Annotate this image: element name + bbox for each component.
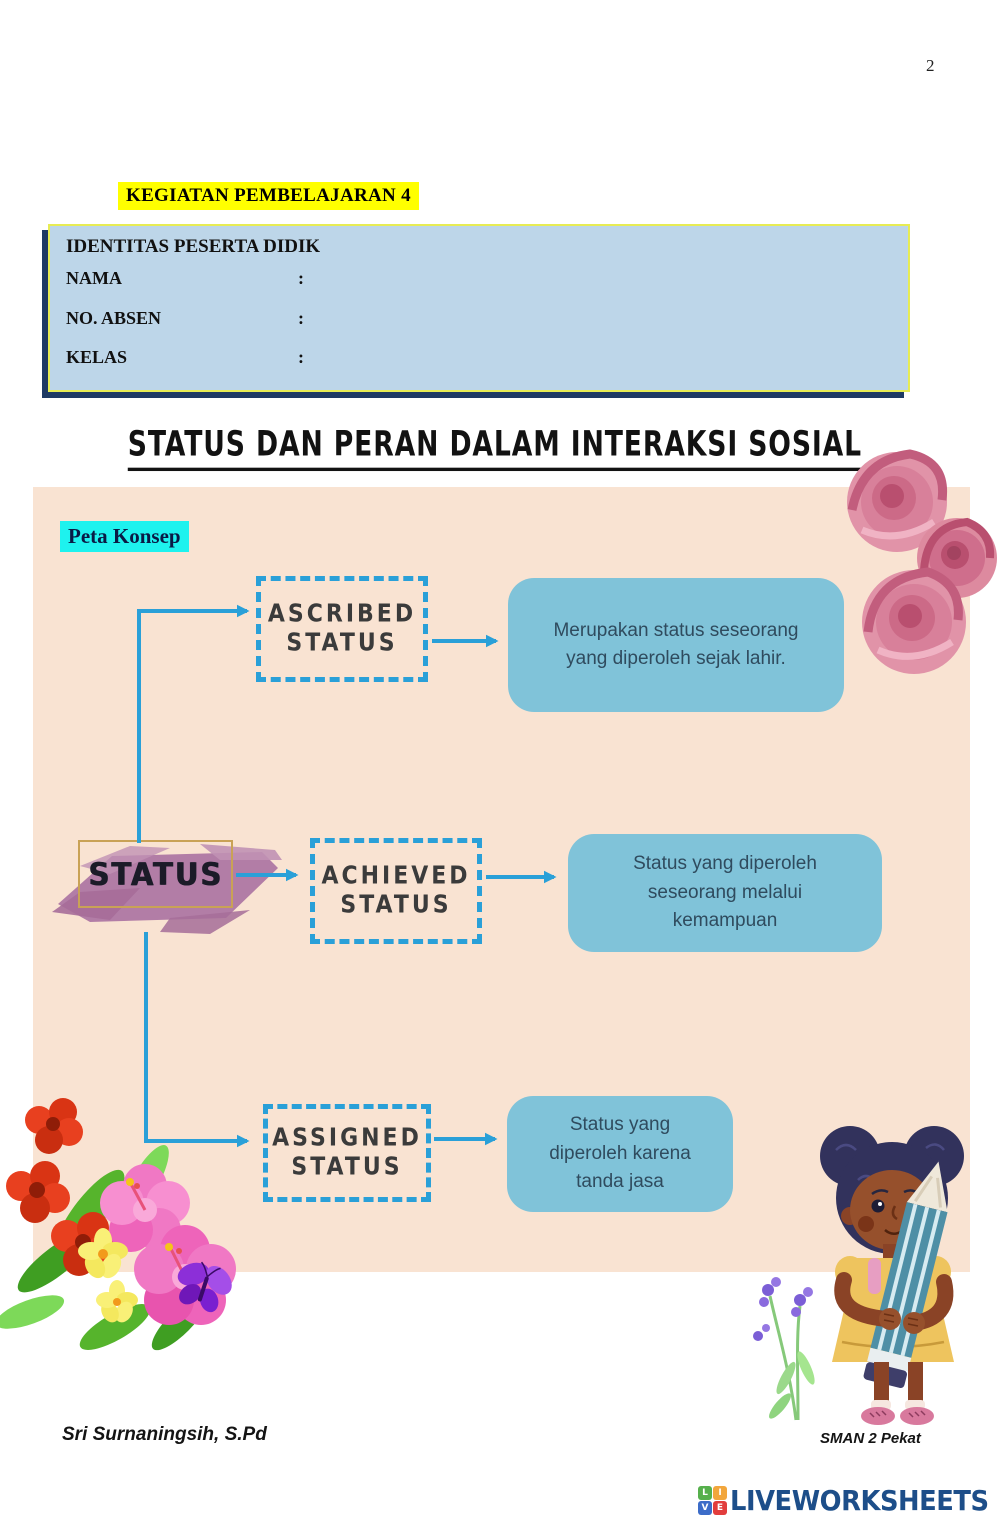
identity-box-title: IDENTITAS PESERTA DIDIK — [66, 236, 321, 257]
ascribed-line1: ASCRIBED — [267, 599, 417, 628]
assigned-line2: STATUS — [291, 1152, 403, 1181]
assigned-status-box: ASSIGNED STATUS — [263, 1104, 431, 1202]
ascribed-description: Merupakan status seseorang yang diperole… — [553, 619, 799, 670]
page-number: 2 — [926, 56, 935, 75]
identity-row-absen: NO. ABSEN : — [66, 308, 698, 329]
rose-3 — [862, 567, 966, 674]
assigned-description: Status yang diperoleh karena tanda jasa — [549, 1114, 691, 1193]
achieved-description-callout: Status yang diperoleh seseorang melalui … — [568, 834, 882, 952]
ascribed-status-box: ASCRIBED STATUS — [256, 576, 428, 682]
identity-row-kelas: KELAS : — [66, 347, 698, 368]
achieved-description: Status yang diperoleh seseorang melalui … — [633, 853, 817, 932]
butterfly — [177, 1261, 232, 1313]
lavender-sprig — [753, 1277, 815, 1421]
kelas-label: KELAS — [66, 347, 128, 367]
absen-colon: : — [298, 308, 304, 328]
liveworksheets-brand[interactable]: L I V E LIVEWORKSHEETS — [698, 1484, 1000, 1517]
brush-stroke — [52, 844, 282, 934]
main-title: STATUS DAN PERAN DALAM INTERAKSI SOSIAL — [127, 424, 863, 472]
nama-colon: : — [298, 268, 304, 288]
achieved-status-box: ACHIEVED STATUS — [310, 838, 482, 944]
kelas-colon: : — [298, 347, 304, 367]
activity-heading: KEGIATAN PEMBELAJARAN 4 — [118, 182, 419, 210]
liveworksheets-logo-icon: L I V E — [698, 1486, 727, 1515]
ascribed-line2: STATUS — [286, 628, 398, 657]
rose-1 — [847, 449, 948, 552]
roses-illustration — [847, 449, 997, 674]
absen-input[interactable] — [318, 308, 698, 329]
absen-label: NO. ABSEN — [66, 308, 162, 328]
achieved-line2: STATUS — [340, 890, 452, 919]
school-name: SMAN 2 Pekat — [820, 1430, 921, 1447]
kelas-input[interactable] — [318, 347, 698, 368]
logo-square-i: I — [713, 1486, 727, 1500]
achieved-line1: ACHIEVED — [321, 861, 471, 890]
assigned-line1: ASSIGNED — [272, 1123, 422, 1152]
flower-bouquet-illustration — [0, 1098, 236, 1351]
logo-square-l: L — [698, 1486, 712, 1500]
girl-with-pencil-illustration — [753, 1126, 964, 1425]
logo-square-v: V — [698, 1501, 712, 1515]
girl — [820, 1126, 964, 1425]
identity-row-nama: NAMA : — [66, 268, 698, 289]
ascribed-description-callout: Merupakan status seseorang yang diperole… — [508, 578, 844, 712]
liveworksheets-wordmark: LIVEWORKSHEETS — [730, 1484, 989, 1517]
assigned-description-callout: Status yang diperoleh karena tanda jasa — [507, 1096, 733, 1212]
status-root-label: STATUS — [88, 855, 223, 893]
main-title-wrap: STATUS DAN PERAN DALAM INTERAKSI SOSIAL — [120, 424, 870, 472]
logo-square-e: E — [713, 1501, 727, 1515]
author-name: Sri Surnaningsih, S.Pd — [62, 1424, 267, 1445]
nama-input[interactable] — [318, 268, 698, 289]
status-root-node: STATUS — [78, 840, 233, 908]
peta-konsep-heading: Peta Konsep — [60, 521, 189, 552]
identity-box: IDENTITAS PESERTA DIDIK NAMA : NO. ABSEN… — [48, 224, 910, 392]
yellow-plumeria-flowers — [78, 1228, 138, 1323]
nama-label: NAMA — [66, 268, 122, 288]
